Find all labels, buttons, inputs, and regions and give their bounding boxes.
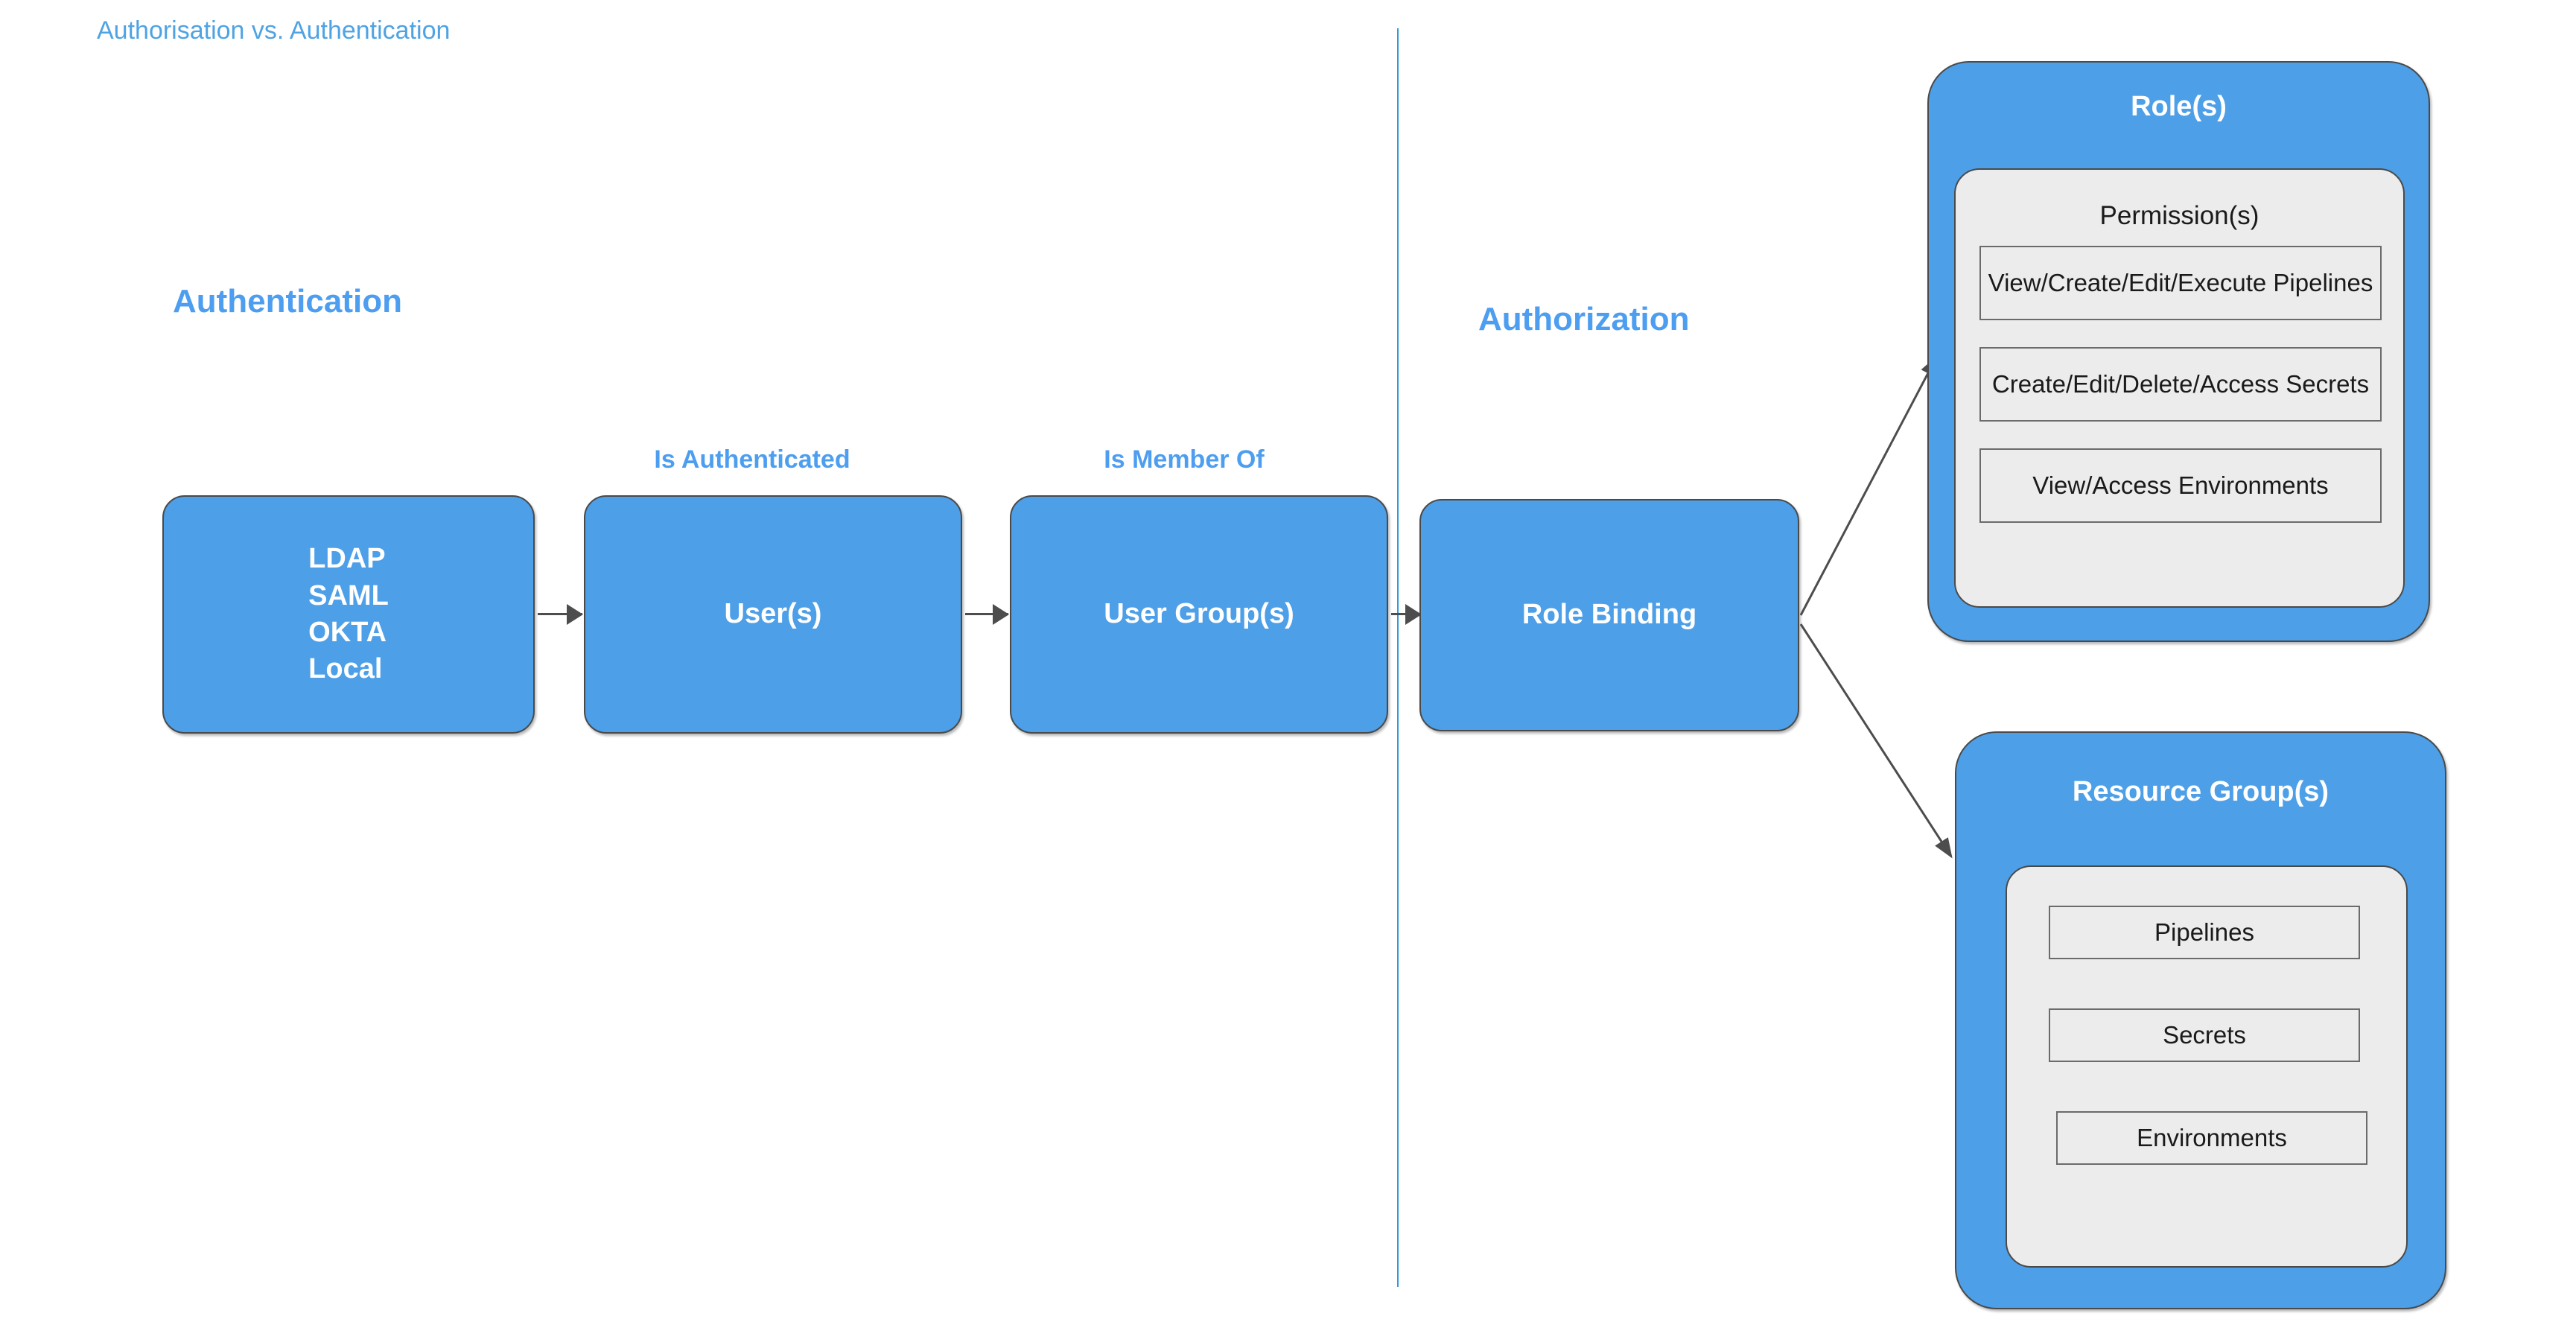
authentication-heading: Authentication: [173, 283, 402, 320]
arrow-role-binding-to-resource-groups: [1799, 623, 1953, 859]
resource-groups-panel-title: Resource Group(s): [2072, 776, 2329, 807]
roles-panel-title: Role(s): [2131, 91, 2227, 122]
permission-item-environments-label: View/Access Environments: [2032, 471, 2329, 499]
flow-box-identity-providers-label: LDAP SAML OKTA Local: [308, 543, 389, 685]
permission-item-secrets[interactable]: Create/Edit/Delete/Access Secrets: [1979, 347, 2382, 422]
permission-item-secrets-label: Create/Edit/Delete/Access Secrets: [1991, 369, 2370, 398]
page-title: Authorisation vs. Authentication: [97, 16, 451, 45]
roles-panel[interactable]: Role(s) Permission(s) View/Create/Edit/E…: [1927, 61, 2430, 642]
permission-item-pipelines[interactable]: View/Create/Edit/Execute Pipelines: [1979, 246, 2382, 320]
permissions-caption: Permission(s): [2099, 201, 2259, 230]
flow-box-identity-providers[interactable]: LDAP SAML OKTA Local: [162, 495, 535, 734]
resources-inner-panel: Pipelines Secrets Environments: [2006, 865, 2408, 1268]
resource-item-environments-label: Environments: [2137, 1123, 2287, 1151]
permission-item-environments[interactable]: View/Access Environments: [1979, 448, 2382, 523]
edge-label-is-authenticated: Is Authenticated: [654, 445, 850, 474]
resource-item-secrets-label: Secrets: [2163, 1020, 2246, 1049]
section-divider: [1397, 28, 1399, 1287]
permission-item-pipelines-label: View/Create/Edit/Execute Pipelines: [1988, 268, 2373, 296]
arrow-identity-to-users: [538, 613, 582, 615]
flow-box-user-groups[interactable]: User Group(s): [1010, 495, 1388, 734]
resource-groups-panel[interactable]: Resource Group(s) Pipelines Secrets Envi…: [1955, 731, 2446, 1309]
flow-box-user-groups-label: User Group(s): [1104, 598, 1294, 630]
resource-item-pipelines[interactable]: Pipelines: [2049, 906, 2360, 959]
resource-item-environments[interactable]: Environments: [2056, 1111, 2367, 1165]
arrow-role-binding-to-roles: [1799, 355, 1938, 616]
arrow-groups-to-role-binding: [1391, 613, 1421, 615]
flow-box-role-binding[interactable]: Role Binding: [1419, 499, 1799, 731]
flow-box-users-label: User(s): [724, 598, 822, 630]
permissions-inner-panel: Permission(s) View/Create/Edit/Execute P…: [1954, 168, 2405, 608]
authorization-heading: Authorization: [1478, 301, 1690, 337]
edge-label-is-member-of: Is Member Of: [1104, 445, 1265, 474]
resource-item-pipelines-label: Pipelines: [2154, 918, 2254, 946]
flow-box-role-binding-label: Role Binding: [1521, 599, 1697, 631]
flow-box-users[interactable]: User(s): [584, 495, 962, 734]
arrow-users-to-groups: [965, 613, 1008, 615]
resource-item-secrets[interactable]: Secrets: [2049, 1008, 2360, 1062]
